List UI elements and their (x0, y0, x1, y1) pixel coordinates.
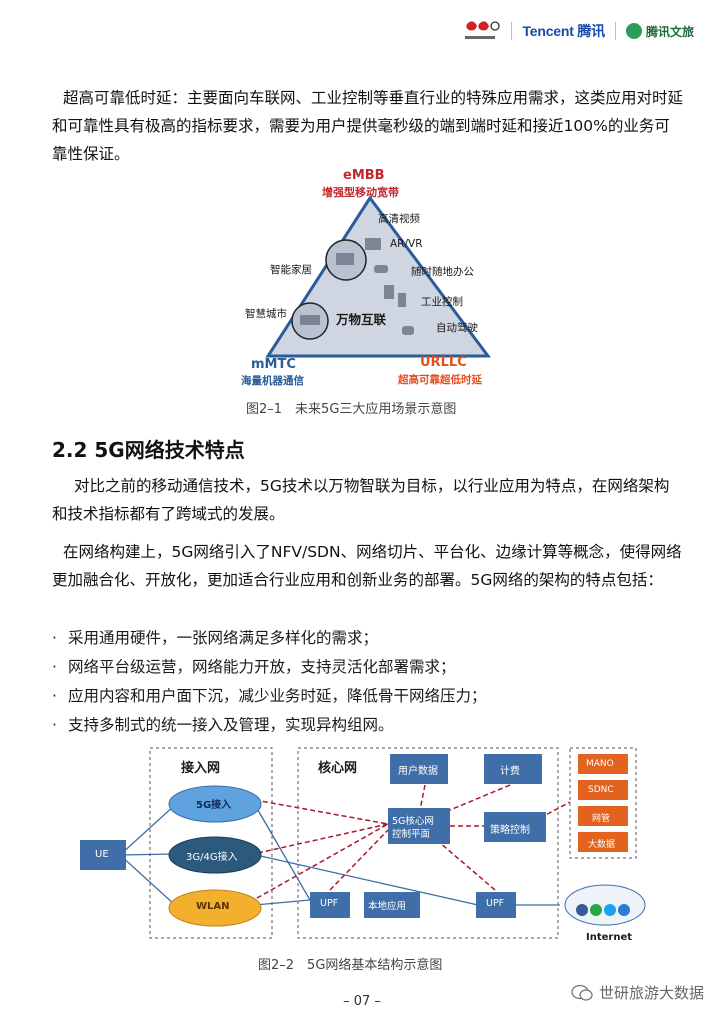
city-icon (300, 315, 320, 325)
cloud-5g (168, 785, 262, 823)
cloud-wlan (168, 889, 262, 927)
label-smart-city: 智慧城市 (245, 308, 287, 320)
cloud-5g-label: 5G接入 (196, 800, 232, 811)
sdnc-label: SDNC (588, 785, 614, 795)
billing-label: 计费 (500, 766, 520, 777)
figure-5g-scenarios (265, 195, 491, 358)
nms-box (578, 806, 628, 826)
control-plane-box (388, 808, 450, 844)
user-data-label: 用户数据 (398, 766, 438, 777)
mmtc-label: mMTC (251, 357, 296, 372)
paragraph-architecture: 在网络构建上，5G网络引入了NFV/SDN、网络切片、平台化、边缘计算等概念，使… (52, 543, 682, 589)
mano-box (578, 754, 628, 774)
label-hd-video: 高清视频 (378, 213, 420, 225)
access-network-box (149, 747, 273, 939)
vr-icon (374, 265, 388, 273)
management-box (569, 747, 637, 859)
cloud-34g (168, 836, 262, 874)
section-title: 2.2 5G网络技术特点 (52, 438, 245, 462)
china-unicom-logo (465, 21, 501, 39)
policy-label: 策略控制 (490, 825, 530, 836)
label-mobile-office: 随时随地办公 (411, 266, 474, 278)
feature-list: ·采用通用硬件，一张网络满足多样化的需求； ·网络平台级运营，网络能力开放，支持… (52, 624, 692, 740)
list-item: ·采用通用硬件，一张网络满足多样化的需求； (52, 629, 379, 647)
mano-label: MANO (586, 759, 614, 769)
tencent-wenlv-logo: 腾讯文旅 (625, 23, 694, 40)
paragraph-urllc: 超高可靠低时延：主要面向车联网、工业控制等垂直行业的特殊应用需求，这类应用对时延… (52, 89, 684, 163)
wenlv-label: 腾讯文旅 (645, 24, 694, 39)
page-number: – 07 – (343, 994, 381, 1009)
figure2-caption: 图2–2 5G网络基本结构示意图 (258, 958, 443, 973)
list-item: ·网络平台级运营，网络能力开放，支持灵活化部署需求； (52, 658, 456, 676)
twitter-icon (604, 904, 616, 916)
leaf-icon (625, 23, 642, 39)
billing-box (484, 754, 542, 784)
wechat-icon (590, 904, 602, 916)
header-logos: Tencent 腾讯 腾讯文旅 (461, 18, 694, 44)
list-item: ·支持多制式的统一接入及管理，实现异构组网。 (52, 716, 394, 734)
control-plane-label-1: 5G核心网 (392, 816, 434, 827)
label-iot-center: 万物互联 (336, 312, 387, 327)
home-icon (336, 253, 354, 265)
tablet-icon (398, 293, 406, 307)
control-links (249, 784, 571, 903)
control-plane-label-2: 控制平面 (392, 829, 431, 840)
paragraph-overview: 对比之前的移动通信技术，5G技术以万物智联为目标，以行业应用为特点，在网络架构和… (52, 477, 670, 523)
cloud-wlan-label: WLAN (196, 901, 230, 912)
ue-box (80, 840, 126, 870)
core-network-box (297, 747, 559, 939)
sdnc-box (578, 780, 628, 800)
watermark-text: 世研旅游大数据 (598, 984, 704, 1002)
urllc-label: URLLC (420, 355, 467, 370)
wechat-icon (571, 984, 593, 1001)
list-item: ·应用内容和用户面下沉，减少业务时延，降低骨干网络压力； (52, 687, 487, 705)
upf-left-label: UPF (320, 898, 339, 909)
internet-label: Internet (586, 932, 633, 943)
urllc-subtitle: 超高可靠超低时延 (398, 374, 482, 386)
embb-label: eMBB (343, 168, 385, 183)
cloud-34g-label: 3G/4G接入 (186, 852, 238, 863)
figure1-caption: 图2–1 未来5G三大应用场景示意图 (246, 402, 457, 417)
bigdata-box (578, 832, 628, 852)
phone-icon (384, 285, 394, 299)
core-network-title: 核心网 (318, 761, 358, 776)
label-ar-vr: AR/VR (390, 238, 423, 250)
upf-left-box (310, 892, 350, 918)
label-autonomous-driving: 自动驾驶 (436, 322, 478, 334)
ue-label: UE (95, 849, 109, 860)
header-divider (511, 22, 513, 40)
upf-right-label: UPF (486, 898, 505, 909)
internet-cloud (564, 884, 646, 926)
access-network-title: 接入网 (181, 761, 221, 776)
upf-right-box (476, 892, 516, 918)
user-data-box (390, 754, 448, 784)
facebook-icon (576, 904, 588, 916)
wechat-watermark: 世研旅游大数据 (571, 982, 704, 1003)
mmtc-subtitle: 海量机器通信 (241, 375, 304, 387)
tv-icon (365, 238, 381, 250)
figure-5g-network (80, 747, 646, 939)
policy-box (484, 812, 546, 842)
header-divider (614, 22, 616, 40)
local-app-label: 本地应用 (368, 901, 407, 912)
local-app-box (364, 892, 420, 918)
embb-subtitle: 增强型移动宽带 (322, 186, 399, 199)
tencent-logo: Tencent 腾讯 (522, 23, 605, 39)
qq-icon (618, 904, 630, 916)
nms-label: 网管 (592, 814, 611, 824)
label-smart-home: 智能家居 (270, 264, 312, 276)
car-icon (402, 326, 414, 335)
label-industrial-control: 工业控制 (421, 296, 463, 308)
bigdata-label: 大数据 (588, 840, 616, 850)
